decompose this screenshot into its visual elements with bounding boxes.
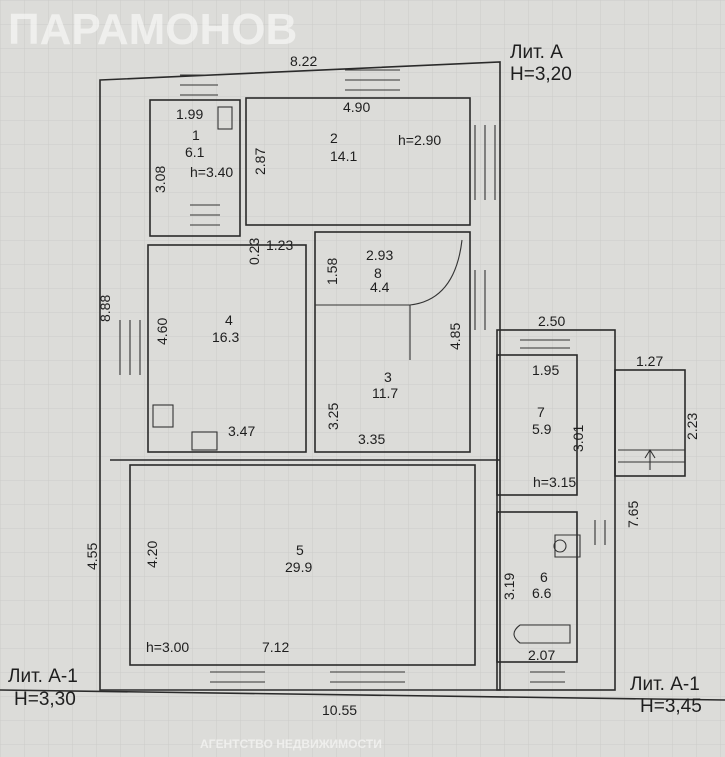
lit-a1-left-name: Лит. А-1 [8, 666, 78, 687]
plan-rooms-5-num-label: 5 [296, 542, 304, 558]
plan-dims-r6_w-label: 2.07 [528, 647, 555, 663]
plan-dims-corr-label: 1.23 [266, 237, 293, 253]
plan-rooms-4-num-label: 3 [384, 369, 392, 385]
plan-dims-r7_h-label: 3.01 [570, 425, 586, 452]
plan-dims-r2_h-label: 2.87 [252, 148, 268, 175]
plan-dims-r5_h-label: 4.20 [144, 541, 160, 568]
walls [0, 61, 725, 701]
plan-rooms-6-num-label: 7 [537, 404, 545, 420]
plan-dims-r3_w-label: 3.35 [358, 431, 385, 447]
lit-a-height: H=3,20 [510, 64, 572, 85]
lit-a-name: Лит. А [510, 42, 563, 63]
plan-rooms-5-h-label: h=3.00 [146, 639, 189, 655]
plan-dims-top-label: 8.22 [290, 53, 317, 69]
plan-rooms-6-h-label: h=3.15 [533, 474, 576, 490]
plan-rooms-1-area-label: 14.1 [330, 148, 357, 164]
plan-dims-r3_h-label: 4.85 [447, 323, 463, 350]
plan-dims-left_lower-label: 4.55 [84, 543, 100, 570]
dimensions: 8.22 8.88 10.55 4.55 7.65 1.99 3.08 4.90… [84, 53, 700, 718]
plan-dims-porch_h-label: 2.23 [684, 413, 700, 440]
plan-rooms-2-num-label: 8 [374, 265, 382, 281]
plan-rooms-3-num-label: 4 [225, 312, 233, 328]
plan-rooms-0-area-label: 6.1 [185, 144, 205, 160]
labels: Лит. А H=3,20 Лит. А-1 H=3,30 Лит. А-1 H… [8, 42, 702, 717]
plan-dims-left-label: 8.88 [97, 295, 113, 322]
plan-rooms-4-area-label: 11.7 [372, 385, 398, 401]
plan-dims-stair-label: 3.25 [325, 403, 341, 430]
watermark-agency: АГЕНТСТВО НЕДВИЖИМОСТИ [200, 737, 382, 751]
plan-dims-porch_w-label: 1.27 [636, 353, 663, 369]
plan-rooms-0-num-label: 1 [192, 127, 200, 143]
plan-dims-r8_h-label: 1.58 [324, 258, 340, 285]
plan-rooms-7-num-label: 6 [540, 569, 548, 585]
plan-dims-r5_w-label: 7.12 [262, 639, 289, 655]
watermark-brand: ПАРАМОНОВ [8, 5, 297, 54]
plan-dims-r7_w-label: 1.95 [532, 362, 559, 378]
plan-rooms-5-area-label: 29.9 [285, 559, 312, 575]
plan-dims-right_annex-label: 7.65 [625, 501, 641, 528]
plan-rooms-2-area-label: 4.4 [370, 279, 390, 295]
plan-rooms-6-area-label: 5.9 [532, 421, 552, 437]
plan-dims-annex_w-label: 2.50 [538, 313, 565, 329]
plan-rooms-3-area-label: 16.3 [212, 329, 239, 345]
plan-rooms-1-num-label: 2 [330, 130, 338, 146]
plan-rooms-1-h-label: h=2.90 [398, 132, 441, 148]
lit-a1-right-name: Лит. А-1 [630, 674, 700, 695]
plan-dims-r1_h-label: 3.08 [152, 166, 168, 193]
plan-dims-r1_w-label: 1.99 [176, 106, 203, 122]
plan-dims-wall-label: 0.23 [246, 238, 262, 265]
plan-dims-r4_w-label: 3.47 [228, 423, 255, 439]
room-labels: 1 6.1 h=3.40 2 14.1 h=2.90 8 4.4 4 16.3 … [146, 127, 576, 655]
lit-a1-right-height: H=3,45 [640, 696, 702, 717]
plan-rooms-0-h-label: h=3.40 [190, 164, 233, 180]
plan-rooms-7-area-label: 6.6 [532, 585, 552, 601]
plan-dims-bottom-label: 10.55 [322, 702, 357, 718]
watermark: ПАРАМОНОВ АГЕНТСТВО НЕДВИЖИМОСТИ [8, 5, 382, 751]
plan-dims-r4_h-label: 4.60 [154, 318, 170, 345]
lit-a1-left-height: H=3,30 [14, 689, 76, 710]
plan-dims-r6_h-label: 3.19 [501, 573, 517, 600]
plan-dims-r8_w-label: 2.93 [366, 247, 393, 263]
plan-dims-r2_w-label: 4.90 [343, 99, 370, 115]
